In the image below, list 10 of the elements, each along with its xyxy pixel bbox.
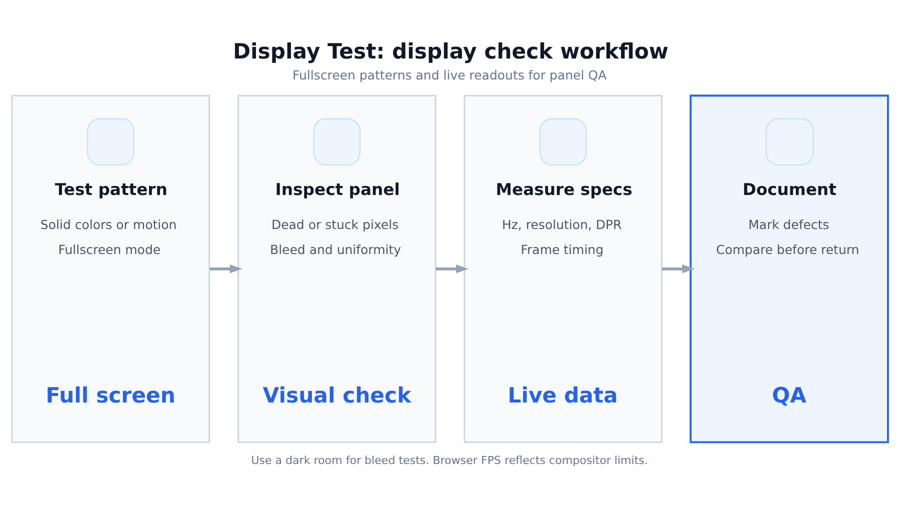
arrow xyxy=(662,264,695,273)
label: Use a dark room for bleed tests. Browser FPS reflects compositor limits. xyxy=(251,454,648,467)
label: Fullscreen patterns and live readouts for panel QA xyxy=(292,67,607,82)
node-box: Inspect panel Dead or stuck pixels Bleed and uniformity Visual check xyxy=(238,94,436,442)
node-box: Measure specs Hz, resolution, DPR Frame timing Live data xyxy=(464,94,662,442)
node-box: Test pattern Solid colors or motion Fullscreen mode Full screen xyxy=(11,94,210,442)
diagram-title: Display Test: display check workflow xyxy=(232,38,668,64)
arrow xyxy=(210,264,242,273)
node-box: Document Mark defects Compare before return QA xyxy=(690,94,889,443)
arrow xyxy=(436,264,469,273)
